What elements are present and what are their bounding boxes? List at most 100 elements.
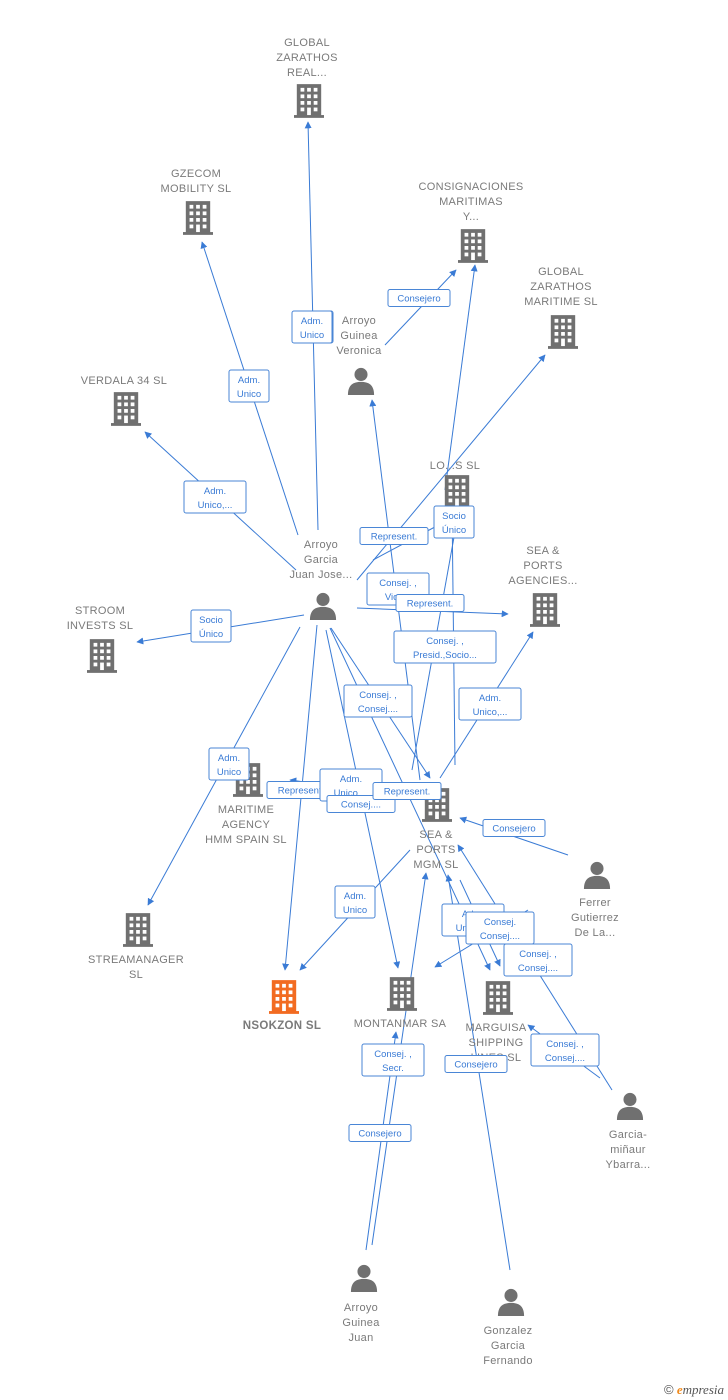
- relation-label-r14[interactable]: Adm.Unico: [208, 747, 250, 781]
- relation-text: Consej. ,Consej....: [518, 949, 558, 974]
- node-label-line: MOBILITY SL: [161, 183, 232, 195]
- relation-text-line: Consej. ,: [359, 690, 397, 701]
- relation-text-line: Consej....: [341, 800, 381, 811]
- relation-text-line: Consej. ,: [546, 1039, 584, 1050]
- relation-box: [503, 943, 573, 977]
- relation-box: [291, 310, 333, 344]
- node-montanmar[interactable]: MONTANMAR SA: [354, 977, 447, 1030]
- relation-text-line: Adm.: [218, 753, 240, 764]
- node-label-line: STROOM: [75, 605, 125, 617]
- relation-text-line: Consejero: [358, 1129, 401, 1140]
- node-label-line: PORTS: [416, 844, 455, 856]
- node-label-line: PORTS: [523, 560, 562, 572]
- relation-text-line: Único: [199, 629, 223, 640]
- relation-text-line: Consejero: [492, 824, 535, 835]
- building-icon: [458, 229, 488, 263]
- node-logistics[interactable]: LO...S SL: [430, 460, 480, 509]
- relation-text-line: Unico,...: [473, 707, 508, 718]
- node-label-line: MARITIMAS: [439, 196, 503, 208]
- node-consignaciones[interactable]: CONSIGNACIONES MARITIMAS Y...: [418, 181, 523, 263]
- relation-label-r3[interactable]: Consejero: [387, 289, 451, 307]
- focus-company-icon: [269, 980, 299, 1014]
- node-label-line: AGENCIES...: [508, 575, 577, 587]
- relation-label-r1[interactable]: Adm.Unico: [228, 369, 270, 403]
- relation-box: [395, 594, 465, 612]
- relation-label-r4[interactable]: Adm.Unico,...: [183, 480, 247, 514]
- relation-label-r13[interactable]: Adm.Unico,...: [458, 687, 522, 721]
- relation-label-r24[interactable]: Consej. ,Secr.: [361, 1043, 425, 1077]
- relation-label-r9[interactable]: Represent.: [395, 594, 465, 612]
- building-icon: [548, 315, 578, 349]
- building-icon: [442, 475, 472, 509]
- relation-label-r7[interactable]: Represent.: [359, 527, 429, 545]
- relation-text: Consejero: [397, 294, 440, 305]
- node-sea-ports-agencies[interactable]: SEA & PORTS AGENCIES...: [508, 545, 577, 627]
- relation-text-line: Consej....: [480, 931, 520, 942]
- relation-label-r19[interactable]: Consejero: [482, 819, 546, 837]
- relation-label-r22[interactable]: Consej.Consej....: [465, 911, 535, 945]
- node-label-line: CONSIGNACIONES: [418, 181, 523, 193]
- relation-label-r11[interactable]: Consej. ,Presid.,Socio...: [393, 630, 497, 664]
- relation-text-line: Represent.: [384, 787, 430, 798]
- node-marguisa[interactable]: MARGUISASHIPPINGLINES SL: [465, 981, 527, 1064]
- node-label-line: Y...: [463, 211, 479, 223]
- building-icon: [123, 913, 153, 947]
- node-label-line: NSOKZON SL: [243, 1020, 321, 1032]
- node-label-line: Guinea: [342, 1317, 380, 1329]
- relation-text: Represent.: [407, 599, 453, 610]
- node-label-line: MONTANMAR SA: [354, 1018, 447, 1030]
- node-label-line: SEA &: [526, 545, 560, 557]
- node-label-line: Garcia-: [609, 1129, 647, 1141]
- relation-label-r15[interactable]: Represent.: [266, 781, 336, 799]
- relation-label-r27[interactable]: Consejero: [444, 1055, 508, 1073]
- relation-label-r25[interactable]: Consejero: [348, 1124, 412, 1142]
- node-label-line: De La...: [575, 927, 616, 939]
- node-label-line: MGM SL: [413, 859, 458, 871]
- relation-text-line: Consej. ,: [519, 949, 557, 960]
- relation-text: Consej. ,Presid.,Socio...: [413, 636, 477, 661]
- relation-label-r5[interactable]: Adm.Unico: [291, 310, 333, 344]
- node-label: VERDALA 34 SL: [81, 375, 167, 387]
- person-icon: [616, 1092, 644, 1120]
- relation-text-line: Consej....: [358, 704, 398, 715]
- relation-text: Consej. ,Consej....: [545, 1039, 585, 1064]
- relation-label-r12[interactable]: Consej. , Consej....: [343, 684, 413, 718]
- relation-label-r23[interactable]: Consej. ,Consej....: [503, 943, 573, 977]
- node-label-line: LO...S SL: [430, 460, 480, 472]
- relation-text-line: Unico,...: [334, 788, 369, 799]
- node-label-line: Garcia: [491, 1340, 526, 1352]
- relation-box: [433, 505, 475, 539]
- relation-label-r20[interactable]: Adm.Unico: [334, 885, 376, 919]
- relation-text: Adm.Unico: [300, 316, 324, 341]
- relation-edge: [444, 264, 478, 491]
- building-icon: [294, 84, 324, 118]
- node-label-line: HMM SPAIN SL: [205, 834, 287, 846]
- relation-label-r26[interactable]: Consej. ,Consej....: [530, 1033, 600, 1067]
- node-verdala[interactable]: VERDALA 34 SL: [81, 375, 167, 426]
- relation-label-r18[interactable]: Represent.: [372, 782, 442, 800]
- node-label-line: VERDALA 34 SL: [81, 375, 167, 387]
- node-nsokzon[interactable]: NSOKZON SL: [243, 980, 321, 1032]
- person-icon: [347, 367, 375, 395]
- node-stroom[interactable]: STROOM INVESTS SL: [67, 605, 134, 673]
- node-label-line: GLOBAL: [284, 37, 330, 49]
- node-label-line: INVESTS SL: [67, 620, 134, 632]
- footer-brand[interactable]: © empresia: [664, 1382, 724, 1398]
